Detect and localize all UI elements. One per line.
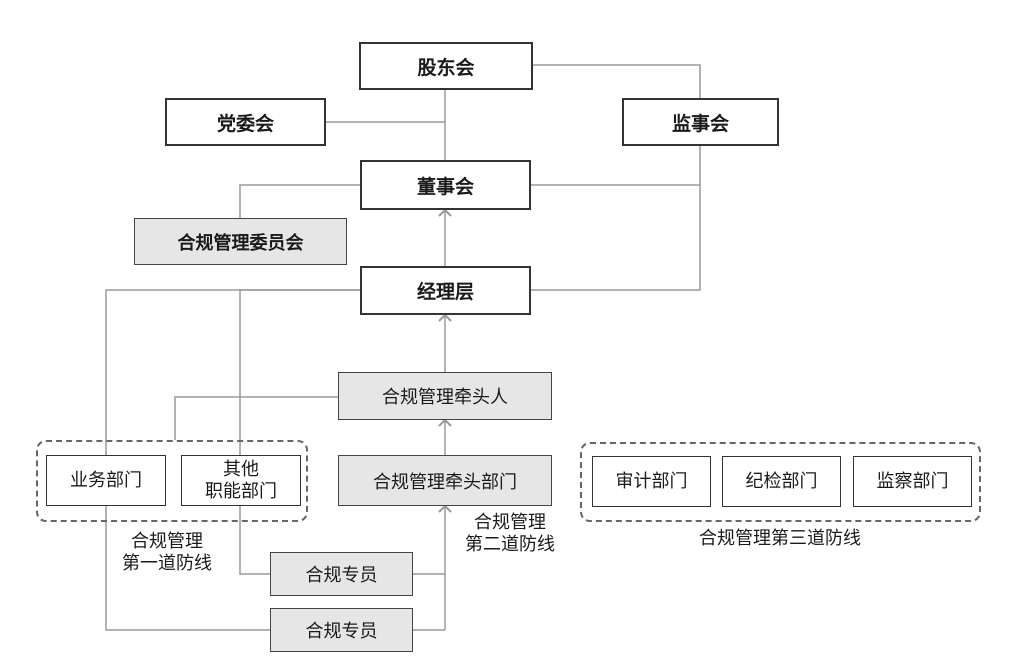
party-committee-box: 党委会 <box>165 98 326 146</box>
management-label: 经理层 <box>416 281 474 303</box>
compliance-lead-dept-box: 合规管理牵头部门 <box>338 455 552 506</box>
line-shareholders-supervisory <box>533 64 701 98</box>
other-dept-box: 其他 职能部门 <box>181 455 301 506</box>
board-box: 董事会 <box>360 160 531 210</box>
supervisory-board-label: 监事会 <box>671 112 729 135</box>
compliance-officer-box-1: 合规专员 <box>270 552 413 596</box>
shareholders-box: 股东会 <box>359 42 533 90</box>
compliance-lead-box: 合规管理牵头人 <box>338 372 552 420</box>
other-dept-label-1: 其他 <box>223 458 259 480</box>
compliance-officer-label-2: 合规专员 <box>305 621 378 642</box>
first-line-label-2: 第一道防线 <box>122 553 212 574</box>
first-line-group <box>36 440 308 522</box>
compliance-lead-dept-label: 合规管理牵头部门 <box>373 471 517 493</box>
audit-dept-box: 审计部门 <box>592 456 711 507</box>
compliance-officer-box-2: 合规专员 <box>270 608 413 652</box>
supervisory-board-box: 监事会 <box>622 98 779 146</box>
line-management-officer1 <box>239 289 360 575</box>
supervision-dept-box: 监察部门 <box>853 456 972 507</box>
line-supervisory-management <box>531 146 701 291</box>
line-board-committee <box>239 184 360 218</box>
first-line-label: 合规管理 第一道防线 <box>112 531 222 575</box>
board-label: 董事会 <box>416 175 474 198</box>
third-line-group <box>580 442 981 522</box>
business-dept-box: 业务部门 <box>46 455 166 506</box>
business-dept-label: 业务部门 <box>70 469 142 491</box>
management-box: 经理层 <box>360 266 531 315</box>
discipline-dept-box: 纪检部门 <box>722 456 841 507</box>
audit-dept-label: 审计部门 <box>615 470 688 492</box>
line-lead-other-dept <box>174 396 338 440</box>
shareholders-label: 股东会 <box>417 56 475 79</box>
party-committee-label: 党委会 <box>216 112 274 135</box>
first-line-label-1: 合规管理 <box>131 531 203 552</box>
second-line-label-1: 合规管理 <box>474 512 546 533</box>
second-line-label-2: 第二道防线 <box>465 534 555 555</box>
compliance-committee-label: 合规管理委员会 <box>177 232 304 254</box>
compliance-officer-label-1: 合规专员 <box>305 565 378 586</box>
supervision-dept-label: 监察部门 <box>876 470 949 492</box>
discipline-dept-label: 纪检部门 <box>745 470 818 492</box>
compliance-committee-box: 合规管理委员会 <box>134 218 347 265</box>
second-line-label: 合规管理 第二道防线 <box>448 512 572 556</box>
compliance-lead-label: 合规管理牵头人 <box>382 387 508 408</box>
other-dept-label-2: 职能部门 <box>205 480 277 502</box>
third-line-label: 合规管理第三道防线 <box>699 528 861 549</box>
